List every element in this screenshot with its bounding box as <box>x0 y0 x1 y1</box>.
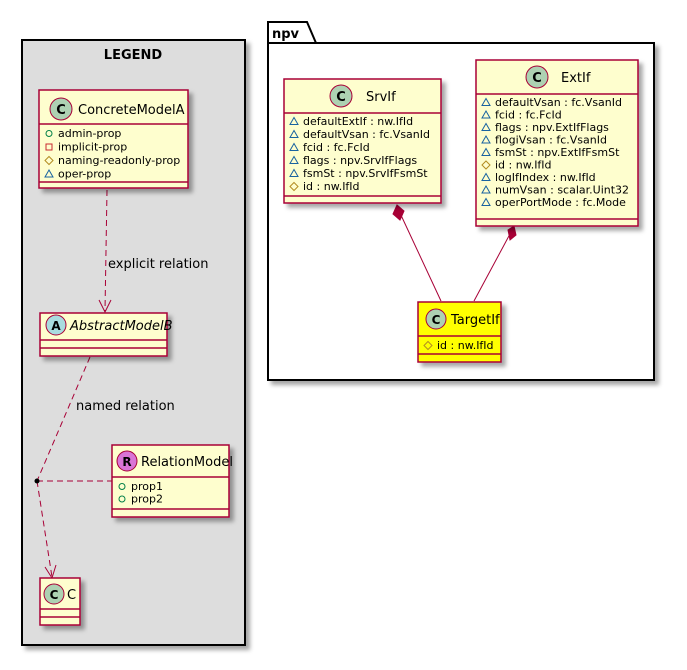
class-badge-icon <box>425 308 447 330</box>
relation-badge-icon <box>116 450 138 472</box>
attribute-text: flags : npv.SrvIfFlags <box>303 154 417 167</box>
class-name: ExtIf <box>561 71 591 86</box>
package-name: npv <box>272 27 300 42</box>
attribute-text: implicit-prop <box>58 141 127 154</box>
class-badge-letter: C <box>336 90 346 105</box>
public-visibility-icon <box>118 495 126 503</box>
package-visibility-icon <box>481 122 491 131</box>
package-visibility-icon <box>44 168 54 178</box>
public-visibility-icon <box>118 483 126 490</box>
attribute-text: defaultExtIf : nw.IfId <box>303 115 413 128</box>
class-name: SrvIf <box>366 90 396 105</box>
class-name: TargetIf <box>450 313 500 328</box>
class-badge-icon <box>43 583 65 605</box>
package-visibility-icon <box>481 184 491 194</box>
package-visibility-icon <box>289 129 299 138</box>
private-visibility-icon <box>45 143 53 151</box>
concrete-model-class[interactable]: C ConcreteModelA admin-propimplicit-prop… <box>38 89 189 189</box>
srvif-targetif-composition <box>392 204 442 302</box>
class-badge-letter: C <box>532 71 542 86</box>
attribute-text: admin-prop <box>58 127 121 140</box>
package-visibility-icon <box>481 197 491 206</box>
package-visibility-icon <box>289 155 299 164</box>
attribute-list: admin-propimplicit-propnaming-readonly-p… <box>44 127 180 181</box>
attribute-list: id : nw.IfId <box>423 339 494 352</box>
public-visibility-icon <box>45 130 53 137</box>
attribute-text: prop1 <box>131 480 163 493</box>
attribute-text: fcid : fc.FcId <box>495 109 562 122</box>
explicit-relation-label: explicit relation <box>108 257 208 272</box>
protected-visibility-icon <box>481 160 491 170</box>
abstract-class-name: AbstractModelB <box>69 319 173 334</box>
attribute-text: operPortMode : fc.Mode <box>495 196 626 209</box>
srvif-class[interactable]: C SrvIf defaultExtIf : nw.IfIddefaultVsa… <box>283 78 442 204</box>
named-relation-label: named relation <box>76 399 175 414</box>
abstract-badge-icon <box>45 314 67 336</box>
protected-visibility-icon <box>289 181 299 192</box>
target-class-c[interactable]: C C <box>39 577 81 626</box>
class-badge-icon <box>49 97 73 121</box>
attribute-text: fsmSt : npv.SrvIfFsmSt <box>303 167 428 180</box>
targetif-class[interactable]: C TargetIf id : nw.IfId <box>417 301 502 363</box>
protected-visibility-icon <box>423 340 433 351</box>
package-visibility-icon <box>481 109 491 119</box>
attribute-text: defaultVsan : fc.VsanId <box>495 96 622 109</box>
package-visibility-icon <box>481 97 491 106</box>
class-name: ConcreteModelA <box>78 103 185 118</box>
attribute-text: oper-prop <box>58 168 111 181</box>
class-name: C <box>67 588 76 603</box>
attribute-text: naming-readonly-prop <box>58 154 180 167</box>
named-relation-path <box>34 356 112 580</box>
abstract-model-class[interactable]: A AbstractModelB <box>39 312 173 357</box>
attribute-text: id : nw.IfId <box>437 339 494 352</box>
legend-title: LEGEND <box>104 48 163 63</box>
relation-junction-dot <box>34 478 40 484</box>
attribute-text: defaultVsan : fc.VsanId <box>303 128 430 141</box>
class-badge-icon <box>329 84 353 108</box>
class-badge-letter: C <box>432 313 441 327</box>
package-visibility-icon <box>481 147 491 156</box>
attribute-text: fsmSt : npv.ExtIfFsmSt <box>495 146 620 159</box>
abstract-badge-letter: A <box>51 319 61 333</box>
attribute-text: id : nw.IfId <box>303 180 360 193</box>
attribute-text: flogiVsan : fc.VsanId <box>495 134 607 147</box>
attribute-text: fcid : fc.FcId <box>303 141 370 154</box>
package-visibility-icon <box>289 168 299 177</box>
attribute-text: numVsan : scalar.Uint32 <box>495 184 629 197</box>
attribute-text: logIfIndex : nw.IfId <box>495 171 596 184</box>
package-visibility-icon <box>481 172 491 181</box>
relation-badge-letter: R <box>122 455 131 469</box>
attribute-text: prop2 <box>131 493 163 506</box>
attribute-text: id : nw.IfId <box>495 159 552 172</box>
extif-targetif-composition <box>473 225 517 302</box>
class-badge-letter: C <box>56 103 66 118</box>
explicit-relation-arrow <box>98 189 112 314</box>
package-visibility-icon <box>481 134 491 144</box>
package-visibility-icon <box>289 116 299 125</box>
class-badge-icon <box>525 65 549 89</box>
attribute-text: flags : npv.ExtIfFlags <box>495 121 609 134</box>
relation-class-name: RelationModel <box>141 455 233 470</box>
protected-visibility-icon <box>44 155 54 166</box>
class-badge-letter: C <box>50 588 59 602</box>
package-tab <box>267 21 317 44</box>
package-visibility-icon <box>289 142 299 151</box>
